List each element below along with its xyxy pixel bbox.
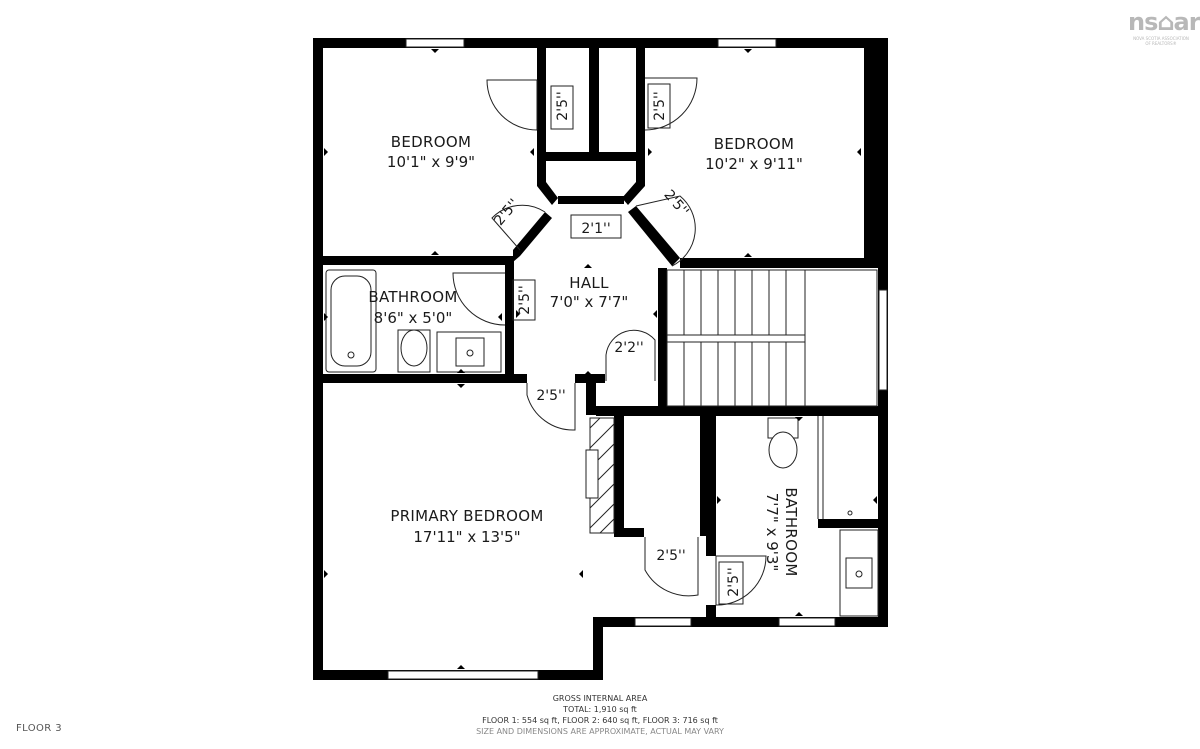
- bathroom-upper-dims: 8'6" x 5'0": [374, 309, 453, 327]
- door-dim-linen: 2'1'': [581, 221, 610, 237]
- interior-walls: [313, 48, 888, 620]
- hall-name: HALL: [569, 274, 609, 292]
- bathroom-lower-dims: 7'7" x 9'3": [763, 493, 781, 572]
- gross-area-block: GROSS INTERNAL AREA TOTAL: 1,910 sq ft F…: [440, 693, 760, 737]
- bathroom-upper-name: BATHROOM: [368, 288, 457, 306]
- door-dim-bath-upper: 2'5'': [517, 285, 533, 314]
- floor-label: FLOOR 3: [16, 723, 62, 734]
- lower-bathroom-fixtures: [767, 416, 879, 617]
- area-floors: FLOOR 1: 554 sq ft, FLOOR 2: 640 sq ft, …: [482, 716, 718, 725]
- door-swings: [452, 77, 767, 606]
- door-dim-primary-closet: 2'5'': [656, 548, 685, 564]
- bedroom-left-dims: 10'1" x 9'9": [387, 153, 475, 171]
- bedroom-right-name: BEDROOM: [714, 135, 794, 153]
- staircase: [666, 269, 878, 407]
- area-total: TOTAL: 1,910 sq ft: [563, 705, 637, 714]
- door-dim-diag-right: 2'5'': [660, 187, 691, 220]
- primary-bedroom-dims: 17'11" x 13'5": [413, 528, 520, 546]
- area-heading: GROSS INTERNAL AREA: [552, 694, 648, 703]
- bathroom-lower-name: BATHROOM: [782, 487, 800, 576]
- bedroom-left-name: BEDROOM: [391, 133, 471, 151]
- door-dim-bath-lower: 2'5'': [726, 567, 742, 596]
- nsar-logo: ns⌂ar NOVA SCOTIA ASSOCIATION OF REALTOR…: [1128, 8, 1200, 46]
- door-dim-closet-left: 2'5'': [555, 91, 571, 120]
- logo-mark: ns⌂ar: [1128, 8, 1200, 36]
- primary-bedroom-name: PRIMARY BEDROOM: [390, 507, 543, 525]
- hall-dims: 7'0" x 7'7": [550, 293, 629, 311]
- windows: [387, 38, 888, 680]
- upper-bathroom-fixtures: [325, 269, 502, 373]
- door-dim-primary-entry: 2'5'': [536, 388, 565, 404]
- logo-sub-2: OF REALTORS®: [1145, 41, 1177, 46]
- dimension-arrows: [324, 49, 877, 669]
- door-dim-hall-closet: 2'2'': [614, 340, 643, 356]
- door-dim-closet-right: 2'5'': [652, 91, 668, 120]
- bedroom-right-dims: 10'2" x 9'11": [705, 155, 803, 173]
- area-disclaimer: SIZE AND DIMENSIONS ARE APPROXIMATE, ACT…: [476, 727, 724, 736]
- fireplace: [585, 417, 615, 534]
- door-dim-diag-left: 2'5'': [491, 196, 522, 229]
- logo-sub-1: NOVA SCOTIA ASSOCIATION: [1133, 36, 1189, 41]
